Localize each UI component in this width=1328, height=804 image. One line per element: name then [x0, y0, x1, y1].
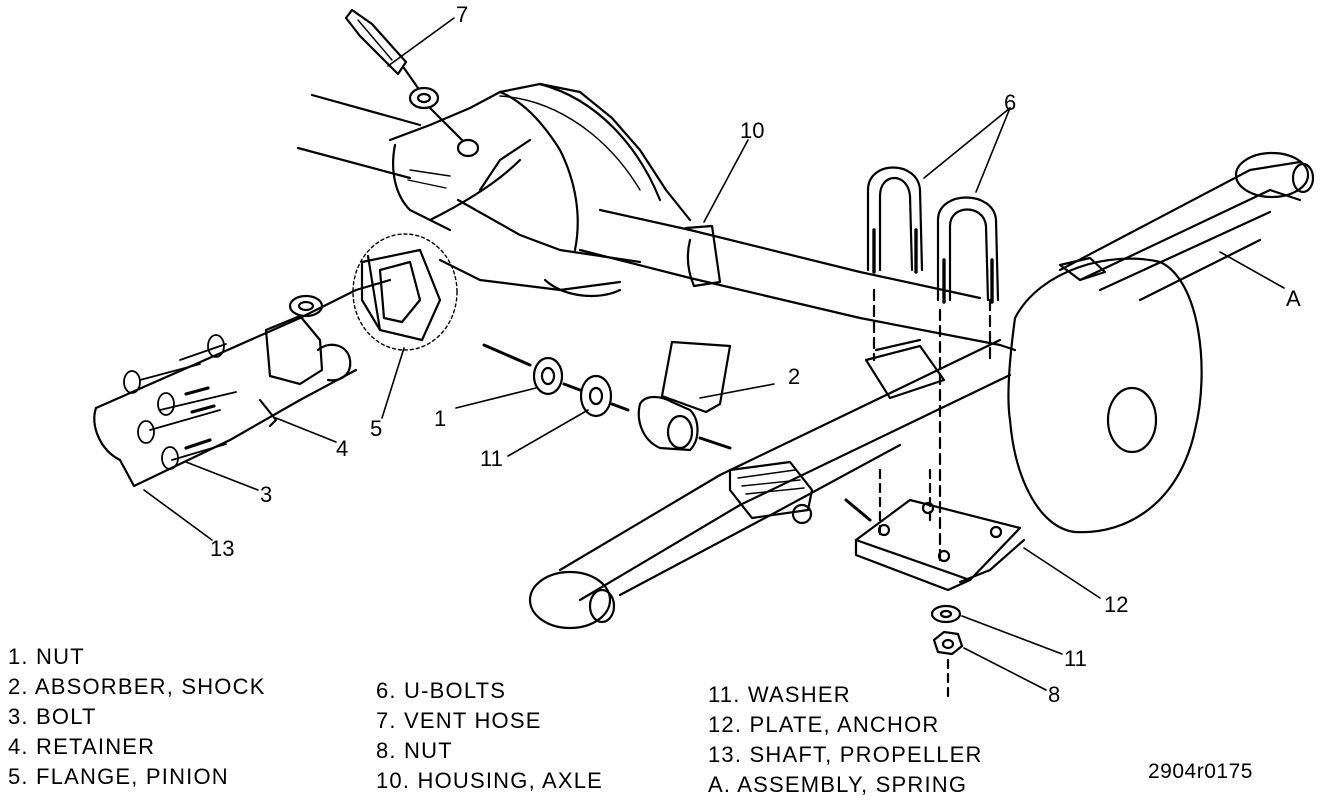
callout-3: 3 [260, 482, 272, 507]
callout-11-lower: 11 [1064, 646, 1087, 671]
legend-item-1: 1. NUT [8, 644, 85, 669]
callout-11-washer: 11 [480, 446, 503, 471]
callout-4: 4 [336, 436, 348, 461]
legend-item-8: 8. NUT [376, 738, 453, 763]
callout-5: 5 [370, 416, 382, 441]
anchor-plate-drawing [844, 498, 1026, 592]
legend-item-7: 7. VENT HOSE [376, 708, 542, 733]
lower-washer-nut-drawing [930, 604, 964, 702]
propeller-shaft-drawing [93, 278, 392, 488]
legend-item-13: 13. SHAFT, PROPELLER [708, 742, 983, 767]
callout-6: 6 [1004, 90, 1016, 115]
vent-hose-drawing [344, 8, 480, 158]
legend-item-6: 6. U-BOLTS [376, 678, 507, 703]
legend-item-10: 10. HOUSING, AXLE [376, 768, 604, 793]
callout-10: 10 [740, 118, 764, 143]
callout-2: 2 [788, 364, 800, 389]
callout-12: 12 [1104, 592, 1128, 617]
figure-id: 2904r0175 [1148, 760, 1253, 783]
callout-13: 13 [210, 536, 234, 561]
callout-8: 8 [1048, 682, 1060, 707]
brake-drum-drawing [998, 257, 1203, 534]
legend-column-3: 11. WASHER 12. PLATE, ANCHOR 13. SHAFT, … [708, 680, 983, 800]
legend-item-a: A. ASSEMBLY, SPRING [708, 772, 968, 797]
callout-1: 1 [434, 406, 446, 431]
legend-item-5: 5. FLANGE, PINION [8, 764, 229, 789]
legend-item-2: 2. ABSORBER, SHOCK [8, 674, 266, 699]
legend-item-4: 4. RETAINER [8, 734, 156, 759]
frame-lines [296, 93, 422, 180]
u-bolts-drawing [866, 166, 1000, 562]
shock-absorber-drawing [482, 340, 732, 452]
callout-a: A [1286, 286, 1301, 311]
leader-lines [143, 17, 1285, 691]
axle-housing-drawing [352, 82, 1002, 351]
legend-item-11: 11. WASHER [708, 682, 851, 707]
legend-column-1: 1. NUT 2. ABSORBER, SHOCK 3. BOLT 4. RET… [8, 642, 266, 792]
legend-item-3: 3. BOLT [8, 704, 97, 729]
legend-column-2: 6. U-BOLTS 7. VENT HOSE 8. NUT 10. HOUSI… [376, 676, 603, 796]
callout-7: 7 [456, 2, 468, 27]
legend-item-12: 12. PLATE, ANCHOR [708, 712, 940, 737]
